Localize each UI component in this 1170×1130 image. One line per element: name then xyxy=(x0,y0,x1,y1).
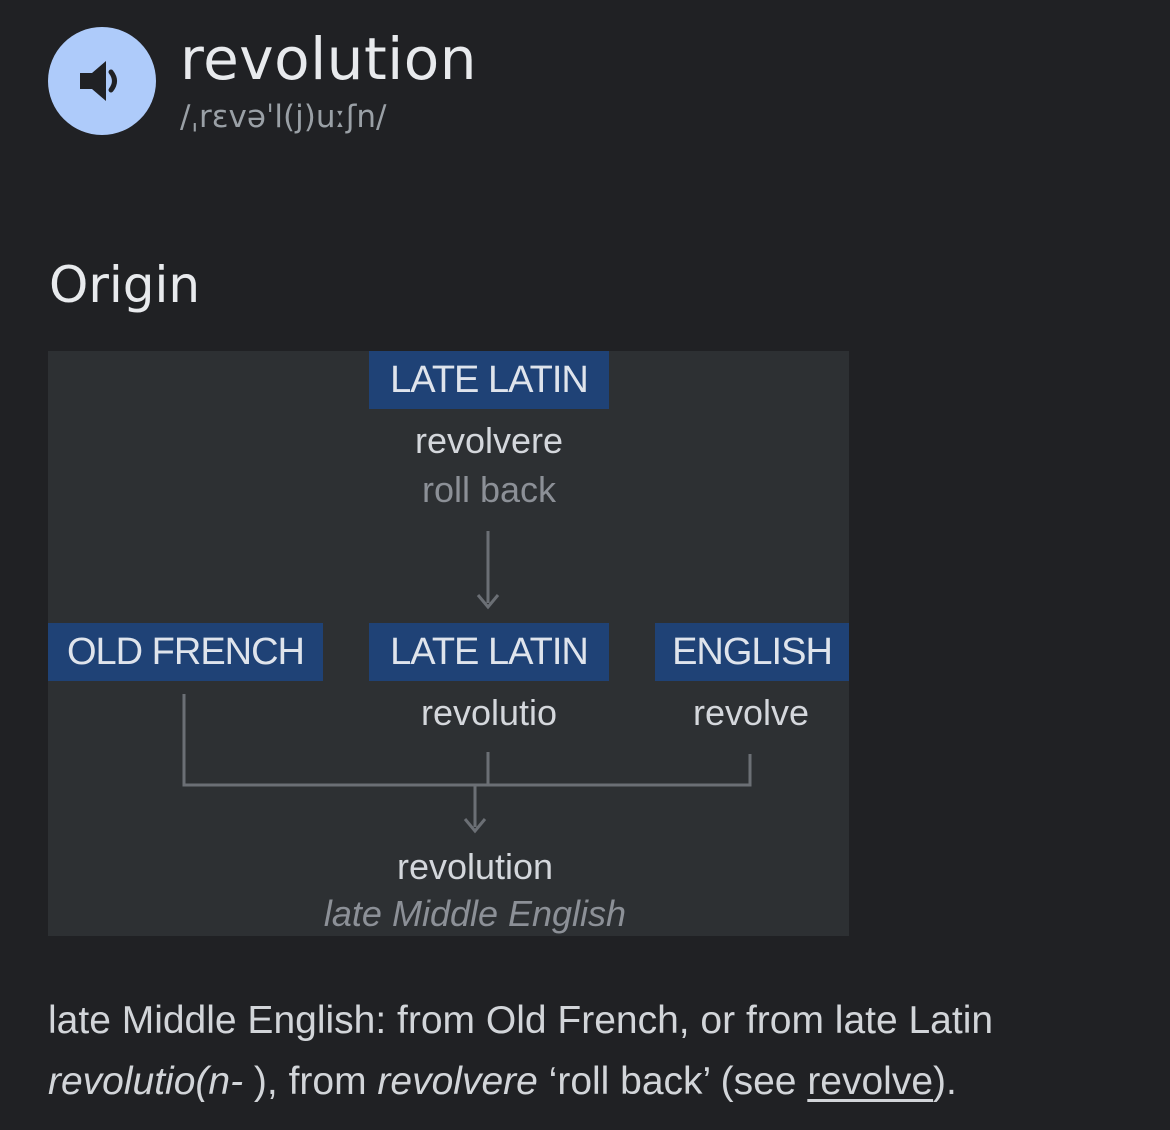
top-gloss: roll back xyxy=(421,469,557,510)
middle-term: revolutio xyxy=(420,692,558,733)
result-gloss: late Middle English xyxy=(323,893,627,934)
middle-language-label: LATE LATIN xyxy=(369,623,609,681)
right-language-label: ENGLISH xyxy=(655,623,849,681)
top-term: revolvere xyxy=(414,420,564,461)
etymology-part-5: ‘roll back’ (see xyxy=(537,1060,808,1103)
etymology-latin-form: revolutio(n- xyxy=(48,1060,244,1103)
diagram-connectors xyxy=(182,531,752,834)
pronunciation-speaker-button[interactable] xyxy=(48,27,156,135)
revolve-link[interactable]: revolve xyxy=(807,1060,934,1103)
etymology-part-6: ). xyxy=(933,1060,957,1103)
merge-bracket xyxy=(182,694,752,787)
word-heading: revolution xyxy=(180,25,478,93)
etymology-text: late Middle English: from Old French, or… xyxy=(48,990,1128,1112)
result-term: revolution xyxy=(396,846,554,887)
etymology-diagram: LATE LATIN revolvere roll back OLD FRENC… xyxy=(48,351,849,936)
origin-heading: Origin xyxy=(49,256,201,314)
right-term: revolve xyxy=(692,692,810,733)
left-language-label: OLD FRENCH xyxy=(48,623,323,681)
etymology-part-1: late Middle English: from Old French, or… xyxy=(48,999,994,1042)
top-language-label: LATE LATIN xyxy=(369,351,609,409)
volume-icon xyxy=(80,61,117,101)
etymology-latin-verb: revolvere xyxy=(377,1060,538,1103)
phonetic-transcription: /ˌrɛvəˈl(j)uːʃn/ xyxy=(180,99,387,135)
etymology-part-3: ), from xyxy=(243,1060,378,1103)
